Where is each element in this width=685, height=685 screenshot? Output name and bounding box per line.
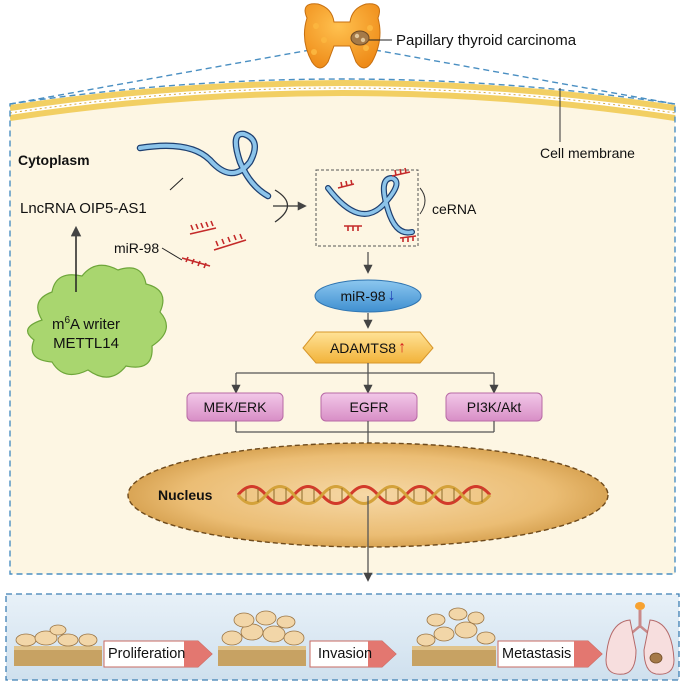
cytoplasm-label: Cytoplasm bbox=[18, 152, 90, 168]
outcome-label-invasion: Invasion bbox=[318, 646, 373, 662]
cell-cluster-proliferation-icon bbox=[14, 624, 102, 666]
down-arrow-icon: ↓ bbox=[387, 287, 396, 304]
pathway-label-mek-erk: MEK/ERK bbox=[203, 399, 267, 415]
writer-line2: METTL14 bbox=[53, 335, 119, 352]
tumor-icon bbox=[350, 30, 370, 46]
top-label: Papillary thyroid carcinoma bbox=[396, 32, 577, 49]
outcome-label-metastasis: Metastasis bbox=[502, 646, 572, 662]
outcome-label-proliferation: Proliferation bbox=[108, 646, 186, 662]
adamts8-node-label: ADAMTS8 ↑ bbox=[303, 335, 433, 361]
nucleus bbox=[127, 442, 609, 548]
cell-cluster-metastasis-icon bbox=[412, 607, 496, 666]
writer-label: m6A writer METTL14 bbox=[50, 311, 122, 353]
cerna-label: ceRNA bbox=[432, 201, 477, 217]
writer-cloud bbox=[27, 264, 167, 378]
cerna-box bbox=[315, 169, 419, 247]
nucleus-label: Nucleus bbox=[158, 487, 213, 503]
cell-dashed-border bbox=[9, 78, 676, 575]
writer-line1-pre: m bbox=[51, 316, 65, 333]
cell-membrane-label: Cell membrane bbox=[540, 145, 635, 161]
pathway-label-pi3k-akt: PI3K/Akt bbox=[466, 399, 522, 415]
adamts8-node-text: ADAMTS8 bbox=[329, 340, 397, 356]
up-arrow-icon: ↑ bbox=[398, 339, 407, 356]
dna-helix-icon bbox=[236, 485, 492, 505]
pathway-node-egfr bbox=[320, 392, 418, 422]
pathway-node-mek-erk bbox=[186, 392, 284, 422]
cell-cluster-invasion-icon bbox=[218, 610, 306, 666]
thyroid-icon bbox=[303, 3, 381, 69]
mir98-node-text: miR-98 bbox=[340, 288, 386, 304]
mir98-node bbox=[314, 279, 422, 313]
lncrna-label: LncRNA OIP5-AS1 bbox=[20, 200, 147, 217]
pathway-label-egfr: EGFR bbox=[349, 399, 389, 415]
lungs-icon bbox=[605, 602, 675, 675]
writer-line1-post: A writer bbox=[70, 316, 121, 333]
mir98-node-label: miR-98 ↓ bbox=[315, 284, 421, 308]
mirna-fragments-icon bbox=[181, 220, 247, 269]
adamts8-node bbox=[302, 331, 434, 364]
cell-membrane-inner bbox=[9, 90, 676, 121]
cell-membrane-outer bbox=[9, 80, 676, 111]
mir98-label: miR-98 bbox=[114, 240, 160, 256]
writer-line1-sup: 6 bbox=[64, 315, 71, 326]
